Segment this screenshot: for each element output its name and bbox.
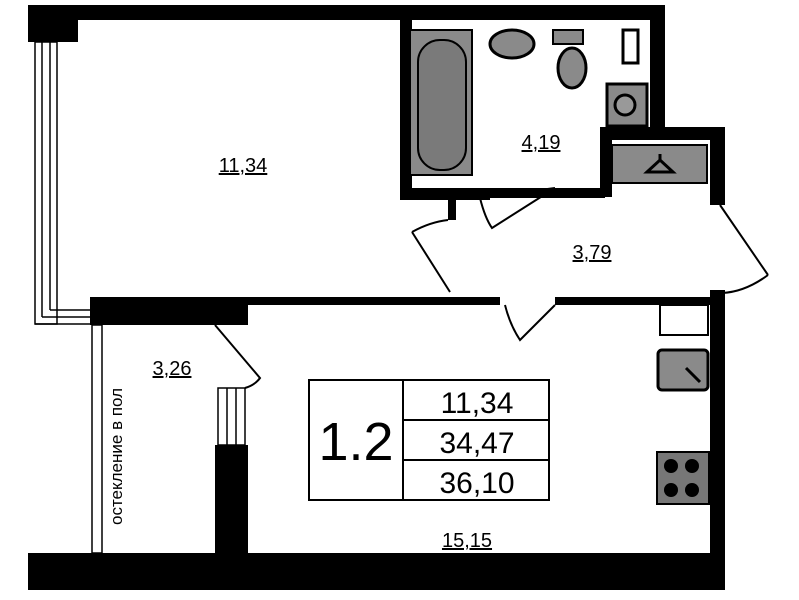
bathtub <box>409 29 473 176</box>
room-area-kitchen: 15,15 <box>442 530 492 552</box>
room-area-hallway: 3,79 <box>573 242 612 264</box>
room-area-balcony: 3,26 <box>153 358 192 380</box>
kitchen-cabinet <box>659 304 709 336</box>
balcony-glazing-note: остекление в пол <box>107 388 126 525</box>
windows <box>34 41 246 554</box>
stove <box>656 451 710 505</box>
washing-machine <box>605 82 649 128</box>
living-area: 11,34 <box>441 387 514 420</box>
total-area-with-balcony: 36,10 <box>439 467 514 500</box>
doors <box>214 187 769 389</box>
total-area: 34,47 <box>439 427 514 460</box>
area-summary-table: 1.2 11,34 34,47 36,10 <box>308 379 550 501</box>
room-area-bathroom: 4,19 <box>522 132 561 154</box>
sink <box>488 28 536 60</box>
room-area-bedroom: 11,34 <box>219 155 268 177</box>
kitchen-sink <box>656 348 710 392</box>
apartment-number: 1.2 <box>318 412 393 472</box>
wardrobe <box>611 144 708 184</box>
shaft <box>621 28 640 65</box>
toilet <box>552 29 588 90</box>
